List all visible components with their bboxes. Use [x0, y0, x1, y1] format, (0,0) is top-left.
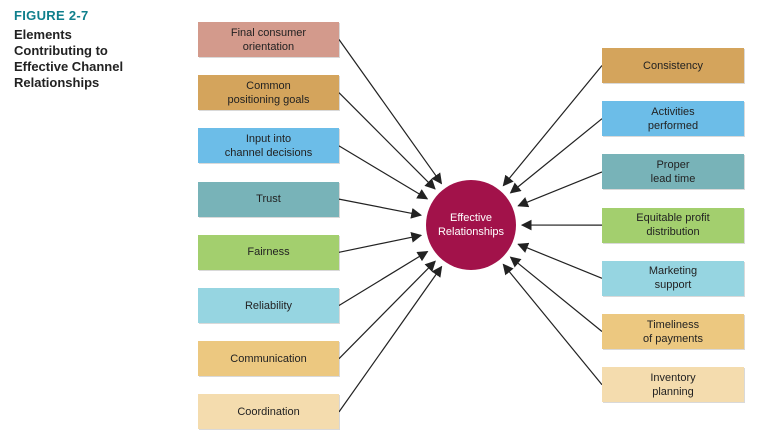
left-element-box: Coordination	[198, 394, 339, 430]
right-arrow	[517, 171, 603, 208]
right-element-box: Inventory planning	[602, 367, 744, 403]
effective-relationships-node: Effective Relationships	[426, 180, 516, 270]
right-element-box: Activities performed	[602, 101, 744, 137]
left-element-box: Trust	[198, 181, 339, 217]
right-arrow	[509, 118, 603, 194]
right-arrow	[509, 256, 603, 332]
left-element-box: Communication	[198, 341, 339, 377]
right-arrow	[502, 65, 603, 187]
left-arrow	[338, 198, 423, 219]
left-arrow	[338, 39, 443, 185]
figure-label: FIGURE 2-7	[14, 8, 89, 23]
right-element-box: Proper lead time	[602, 154, 744, 190]
figure-title: Elements Contributing to Effective Chann…	[14, 27, 124, 90]
left-element-box: Input into channel decisions	[198, 128, 339, 164]
left-arrow	[338, 265, 443, 413]
right-element-box: Marketing support	[602, 260, 744, 296]
right-arrow	[502, 263, 603, 386]
left-arrow	[338, 232, 423, 253]
right-element-box: Timeliness of payments	[602, 314, 744, 349]
left-arrow	[338, 260, 436, 360]
left-element-box: Fairness	[198, 234, 339, 270]
left-element-box: Final consumer orientation	[198, 22, 339, 57]
right-element-box: Consistency	[602, 48, 744, 83]
right-element-box: Equitable profit distribution	[602, 207, 744, 243]
left-element-box: Reliability	[198, 288, 339, 323]
left-arrow	[338, 250, 429, 307]
right-arrow	[517, 242, 603, 279]
left-element-box: Common positioning goals	[198, 75, 339, 111]
left-arrow	[338, 145, 429, 200]
left-arrow	[338, 92, 436, 190]
